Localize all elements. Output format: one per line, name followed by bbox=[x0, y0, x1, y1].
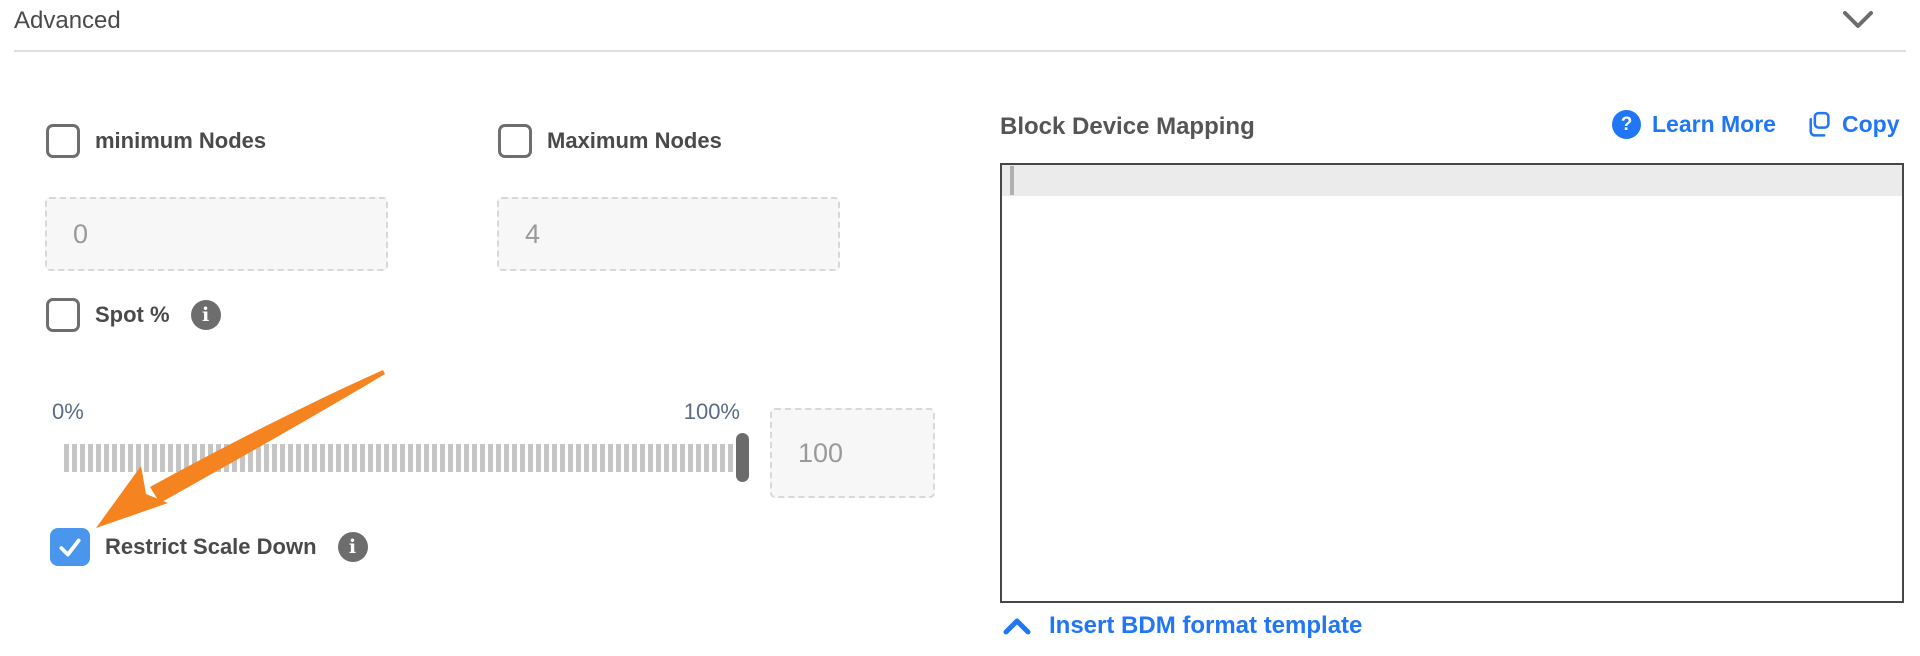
max-nodes-label: Maximum Nodes bbox=[547, 128, 722, 153]
slider-min-label: 0% bbox=[52, 399, 84, 424]
bdm-links: ? Learn More Copy bbox=[1612, 110, 1899, 139]
spot-checkbox[interactable] bbox=[46, 298, 80, 332]
section-divider bbox=[14, 50, 1906, 52]
slider-handle[interactable] bbox=[736, 433, 749, 482]
section-title: Advanced bbox=[14, 7, 121, 34]
restrict-scale-down-checkbox[interactable] bbox=[50, 528, 90, 566]
max-nodes-checkbox[interactable] bbox=[498, 124, 532, 158]
insert-bdm-template-label: Insert BDM format template bbox=[1049, 612, 1363, 639]
restrict-scale-down-label: Restrict Scale Down bbox=[105, 534, 317, 559]
slider-max-label: 100% bbox=[683, 399, 740, 424]
spot-percentage-slider-track[interactable] bbox=[64, 444, 736, 472]
spot-label: Spot % bbox=[95, 302, 170, 327]
insert-bdm-template-link[interactable]: Insert BDM format template bbox=[1003, 612, 1362, 640]
chevron-down-icon[interactable] bbox=[1843, 11, 1873, 31]
min-nodes-row: minimum Nodes bbox=[46, 124, 266, 158]
restrict-info-icon[interactable]: i bbox=[337, 532, 368, 562]
spot-row: Spot % i bbox=[46, 298, 221, 332]
learn-more-link[interactable]: ? Learn More bbox=[1612, 110, 1776, 139]
spot-percentage-input[interactable] bbox=[770, 408, 935, 498]
spot-info-icon[interactable]: i bbox=[190, 300, 221, 330]
restrict-scale-down-row: Restrict Scale Down i bbox=[50, 528, 368, 566]
question-circle-icon: ? bbox=[1612, 110, 1641, 139]
copy-link[interactable]: Copy bbox=[1806, 111, 1900, 138]
min-nodes-label: minimum Nodes bbox=[95, 128, 267, 153]
max-nodes-row: Maximum Nodes bbox=[498, 124, 722, 158]
editor-active-line bbox=[1002, 165, 1902, 196]
editor-caret bbox=[1010, 166, 1014, 195]
learn-more-label: Learn More bbox=[1652, 111, 1776, 137]
chevron-up-icon bbox=[1003, 618, 1031, 634]
bdm-title: Block Device Mapping bbox=[1000, 113, 1255, 140]
copy-label: Copy bbox=[1841, 111, 1900, 137]
copy-icon bbox=[1809, 111, 1830, 137]
slider-labels: 0% 100% bbox=[52, 399, 740, 425]
check-icon bbox=[59, 538, 81, 557]
max-nodes-input[interactable] bbox=[497, 197, 840, 271]
bdm-editor[interactable] bbox=[1000, 163, 1904, 603]
min-nodes-input[interactable] bbox=[45, 197, 388, 271]
min-nodes-checkbox[interactable] bbox=[46, 124, 80, 158]
